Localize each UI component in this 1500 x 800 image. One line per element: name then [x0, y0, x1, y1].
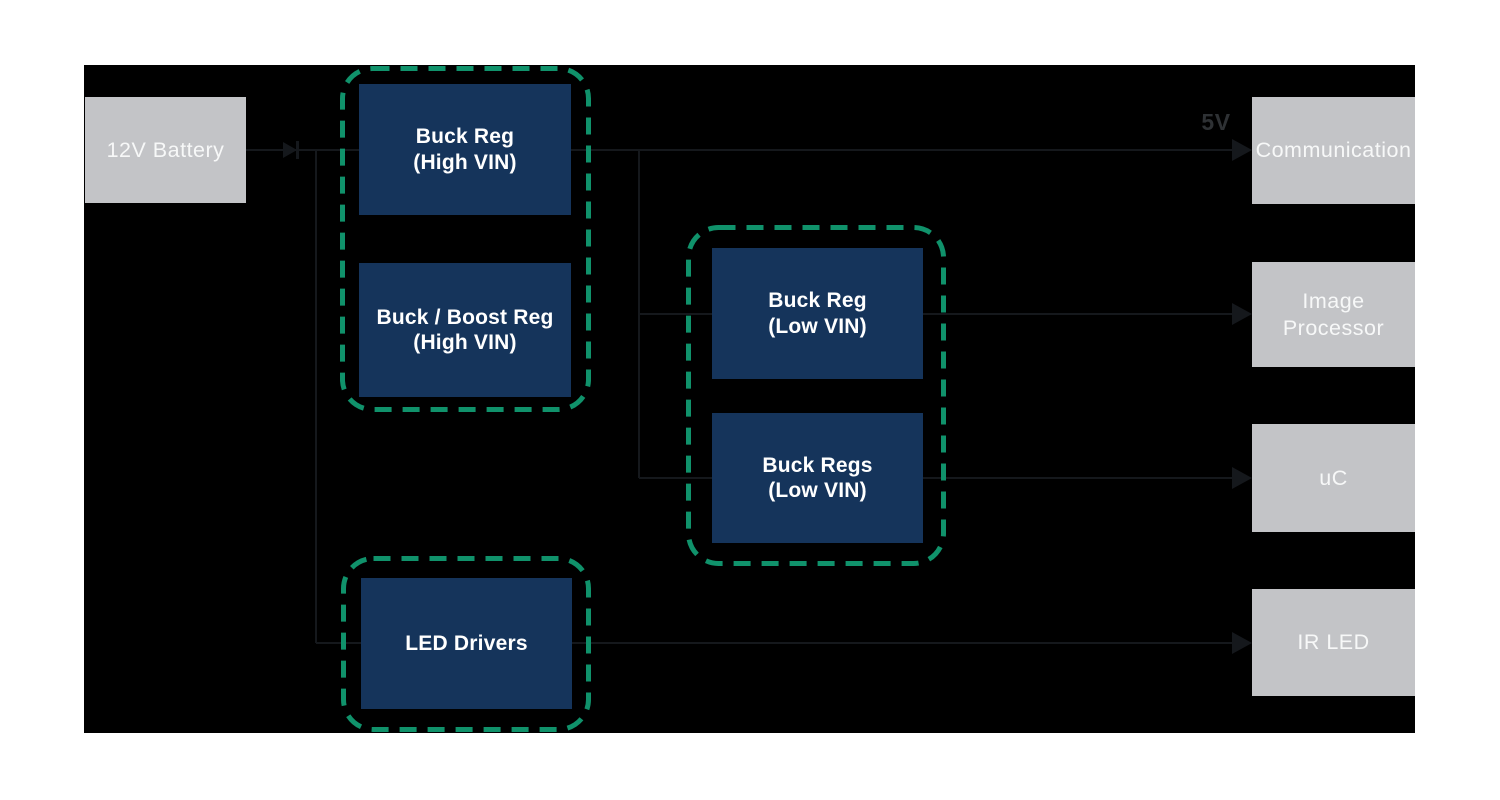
block-uc: uC: [1252, 424, 1415, 532]
block-12v-battery: 12V Battery: [85, 97, 246, 203]
block-label: Buck Reg (High VIN): [413, 125, 517, 174]
block-buck-boost-reg-high-vin: Buck / Boost Reg (High VIN): [359, 263, 571, 397]
block-image-processor: Image Processor: [1252, 262, 1415, 367]
block-label: Buck / Boost Reg (High VIN): [376, 305, 554, 354]
group-border-low-vin: [686, 225, 946, 566]
block-label: Communication: [1255, 138, 1412, 163]
block-buck-reg-low-vin: Buck Reg (Low VIN): [712, 248, 923, 379]
block-label: Image Processor: [1282, 289, 1385, 340]
block-label: LED Drivers: [405, 631, 528, 655]
arrowhead-icon: [1232, 632, 1252, 654]
block-label: uC: [1319, 465, 1348, 490]
arrowhead-icon: [1232, 139, 1252, 161]
block-buck-regs-low-vin: Buck Regs (Low VIN): [712, 413, 923, 543]
rail-voltage-label: 5V: [1201, 109, 1231, 135]
diode-icon: [283, 141, 299, 159]
block-label: IR LED: [1297, 630, 1370, 655]
arrowhead-icon: [1232, 303, 1252, 325]
group-border-led: [341, 556, 591, 732]
connector-layer: [246, 66, 1252, 732]
block-label: Buck Regs (Low VIN): [762, 453, 873, 502]
block-buck-reg-high-vin: Buck Reg (High VIN): [359, 84, 571, 215]
arrowhead-icon: [1232, 467, 1252, 489]
block-label: 12V Battery: [106, 137, 225, 162]
diagram-canvas: 12V Battery Buck Reg (High VIN) Buck / B…: [84, 65, 1415, 733]
block-communication: Communication: [1252, 97, 1415, 204]
block-led-drivers: LED Drivers: [361, 578, 572, 709]
block-label: Buck Reg (Low VIN): [768, 289, 867, 338]
group-border-high-vin: [340, 66, 591, 412]
block-ir-led: IR LED: [1252, 589, 1415, 696]
